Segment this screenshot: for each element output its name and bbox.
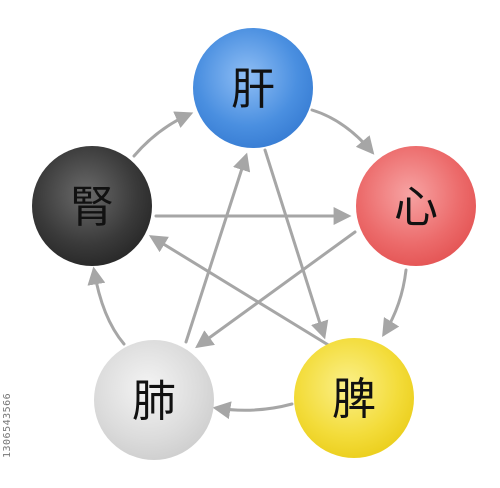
arrow-lung-to-liver — [184, 152, 251, 344]
node-heart-label: 心 — [394, 182, 438, 233]
node-lung-circle — [94, 340, 214, 460]
arrow-liver-to-heart — [310, 108, 375, 155]
node-liver-circle — [193, 28, 313, 148]
arrow-heart-to-spleen — [382, 268, 408, 338]
node-heart: 心 — [356, 146, 476, 266]
node-lung: 肺 — [94, 340, 214, 460]
generating-cycle-arrows — [87, 108, 408, 420]
controlling-cycle-arrows — [148, 148, 357, 349]
arrow-spleen-to-lung — [212, 401, 294, 420]
arrow-heart-to-lung — [195, 230, 357, 349]
node-heart-circle — [356, 146, 476, 266]
node-kidney-label: 腎 — [70, 182, 114, 233]
node-spleen-label: 脾 — [332, 374, 376, 425]
arrow-lung-to-kidney — [87, 266, 126, 346]
arrow-kidney-to-liver — [132, 111, 194, 158]
node-liver-label: 肝 — [231, 64, 275, 115]
node-kidney: 腎 — [32, 146, 152, 266]
node-liver: 肝 — [193, 28, 313, 148]
node-kidney-circle — [32, 146, 152, 266]
arrow-spleen-to-kidney — [148, 235, 332, 348]
node-spleen-circle — [294, 338, 414, 458]
arrow-liver-to-spleen — [263, 148, 329, 340]
stock-id-watermark: 1306543566 — [2, 392, 13, 458]
node-lung-label: 肺 — [132, 376, 176, 427]
node-spleen: 脾 — [294, 338, 414, 458]
